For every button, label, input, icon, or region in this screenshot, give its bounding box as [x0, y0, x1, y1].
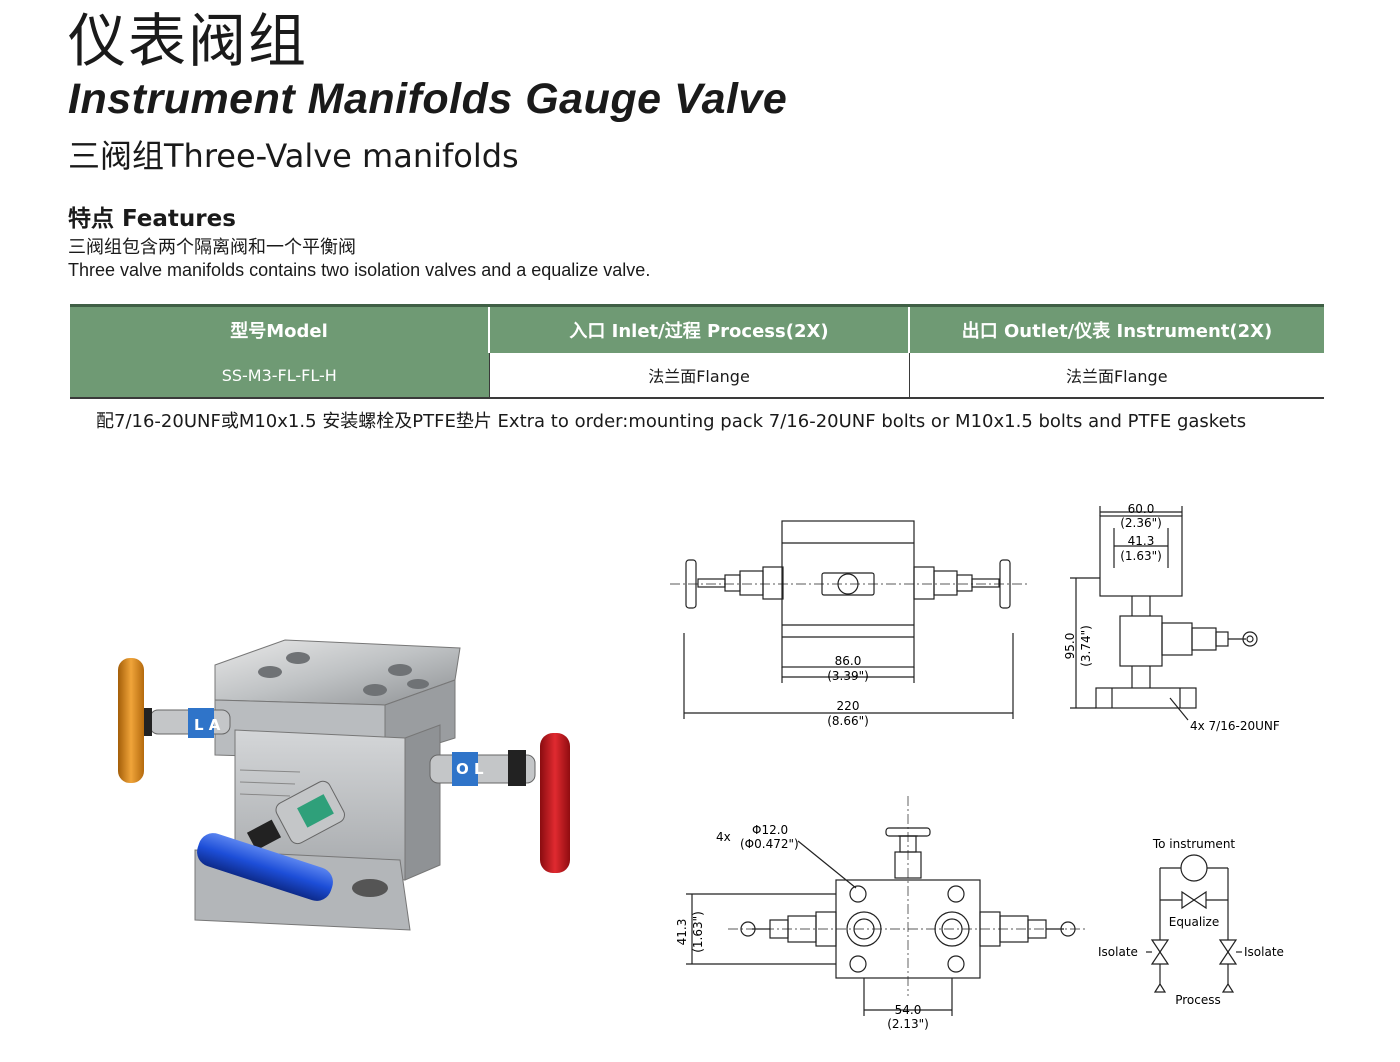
side-view-drawing: 60.0 (2.36") 41.3 (1.63") 95.0 (3.74") 4…	[1063, 502, 1280, 733]
dim-41-bottom: 41.3	[675, 919, 689, 946]
svg-text:L A: L A	[194, 716, 221, 734]
header-outlet: 出口 Outlet/仪表 Instrument(2X)	[909, 304, 1324, 353]
dim-95: 95.0	[1063, 633, 1077, 660]
cell-outlet: 法兰面Flange	[909, 353, 1324, 399]
hole-diameter-in: (Φ0.472")	[740, 837, 799, 851]
label-equalize: Equalize	[1169, 915, 1220, 929]
page-subtitle: 三阀组Three-Valve manifolds	[68, 137, 519, 175]
dim-41: 41.3	[1128, 534, 1155, 548]
label-process: Process	[1175, 993, 1221, 1007]
dim-86-in: (3.39")	[827, 669, 869, 683]
features-description-cn: 三阀组包含两个隔离阀和一个平衡阀	[68, 237, 356, 258]
header-model: 型号Model	[70, 304, 490, 353]
dim-220-in: (8.66")	[827, 714, 869, 728]
features-heading: 特点 Features	[68, 206, 236, 232]
dim-95-in: (3.74")	[1079, 625, 1093, 667]
features-description-en: Three valve manifolds contains two isola…	[68, 260, 651, 280]
dim-60-in: (2.36")	[1120, 516, 1162, 530]
cell-inlet: 法兰面Flange	[489, 353, 910, 399]
dim-86: 86.0	[835, 654, 862, 668]
dim-54: 54.0	[895, 1003, 922, 1017]
bottom-view-drawing: 4x Φ12.0 (Φ0.472") 41.3 (1.63") 54.0 (2.…	[675, 796, 1088, 1031]
hole-count: 4x	[716, 830, 731, 844]
front-view-drawing: 86.0 (3.39") 220 (8.66")	[670, 520, 1030, 728]
table-header-row: 型号Model 入口 Inlet/过程 Process(2X) 出口 Outle…	[70, 304, 1324, 353]
mounting-note: 配7/16-20UNF或M10x1.5 安装螺栓及PTFE垫片 Extra to…	[96, 411, 1247, 432]
label-to-instrument: To instrument	[1152, 837, 1236, 851]
dim-60: 60.0	[1128, 502, 1155, 516]
page-title-en: Instrument Manifolds Gauge Valve	[68, 75, 788, 123]
dim-41-bottom-in: (1.63")	[691, 911, 705, 953]
thread-label: 4x 7/16-20UNF	[1190, 719, 1280, 733]
dim-41-in: (1.63")	[1120, 549, 1162, 563]
spec-table: 型号Model 入口 Inlet/过程 Process(2X) 出口 Outle…	[70, 304, 1324, 399]
cell-model: SS-M3-FL-FL-H	[70, 353, 490, 399]
table-row: SS-M3-FL-FL-H 法兰面Flange 法兰面Flange	[70, 353, 1324, 399]
header-inlet: 入口 Inlet/过程 Process(2X)	[489, 304, 910, 353]
label-isolate-right: Isolate	[1244, 945, 1284, 959]
svg-text:O L: O L	[456, 760, 484, 778]
page-title-cn: 仪表阀组	[68, 7, 309, 75]
product-photo: L A O L	[118, 639, 570, 931]
valve-schematic: To instrument Equalize Isolate Isolate P…	[1098, 837, 1284, 1007]
dim-54-in: (2.13")	[887, 1017, 929, 1031]
hole-diameter: Φ12.0	[752, 823, 788, 837]
dim-220: 220	[837, 699, 860, 713]
label-isolate-left: Isolate	[1098, 945, 1138, 959]
